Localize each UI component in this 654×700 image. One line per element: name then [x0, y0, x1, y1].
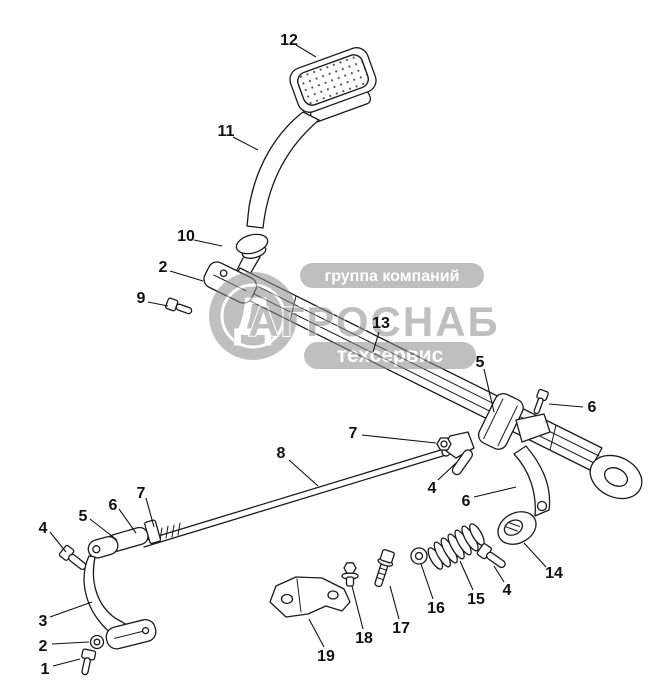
drawing — [58, 47, 643, 676]
part-label-15: 15 — [467, 591, 485, 608]
part-label-5-right: 5 — [476, 354, 485, 371]
bolt-4-left — [58, 544, 87, 571]
watermark-brand: АГРОСНАБ — [248, 298, 499, 345]
callout-labels: 12 11 10 2 9 13 5 6 7 8 4 6 7 6 5 4 3 2 … — [39, 32, 597, 678]
part-label-7-mid: 7 — [349, 425, 358, 442]
part-label-13: 13 — [372, 315, 390, 332]
part-label-4-left: 4 — [39, 520, 48, 537]
spring-15 — [427, 523, 485, 570]
grommet-stem — [235, 256, 261, 275]
watermark-logo-glyph: Д — [234, 287, 272, 347]
part-label-6-arm: 6 — [462, 493, 471, 510]
lever-foot-clamp — [105, 618, 157, 650]
grommet — [235, 233, 269, 259]
hanger-arm — [513, 445, 551, 517]
part-label-14: 14 — [545, 565, 563, 582]
pedal-pad — [289, 47, 377, 123]
part-label-6-left: 6 — [109, 497, 118, 514]
part-label-4-mid: 4 — [428, 480, 437, 497]
nut-7 — [436, 437, 452, 451]
part-label-6-right: 6 — [588, 399, 597, 416]
part-label-2-bottom: 2 — [39, 638, 48, 655]
part-label-12: 12 — [280, 32, 298, 49]
watermark-band-top — [300, 263, 484, 288]
hanger-arm-eye — [536, 500, 548, 512]
part-label-18: 18 — [355, 630, 373, 647]
part-label-11: 11 — [218, 123, 235, 140]
pin-4 — [451, 449, 474, 476]
watermark: Д группа компаний АГРОСНАБ техсервис — [209, 263, 499, 369]
end-bushing — [589, 454, 643, 500]
bracket-19 — [269, 576, 351, 618]
cap-14 — [497, 511, 537, 545]
washer-16 — [410, 547, 428, 565]
bolt-9 — [165, 297, 193, 315]
part-label-3: 3 — [39, 613, 48, 630]
watermark-division: техсервис — [337, 344, 444, 367]
leader-lines — [49, 44, 584, 667]
part-label-19: 19 — [317, 648, 335, 665]
bolt-6-right — [533, 388, 549, 415]
washer-2 — [89, 634, 105, 650]
watermark-company-type: группа компаний — [325, 268, 460, 285]
part-label-8: 8 — [277, 445, 286, 462]
part-label-17: 17 — [392, 620, 410, 637]
clamp-ear — [515, 413, 551, 443]
bolt-4-bottom — [476, 543, 506, 569]
watermark-band-bottom — [304, 342, 476, 369]
part-label-16: 16 — [427, 600, 445, 617]
part-label-5-left: 5 — [79, 508, 88, 525]
clamp-5 — [477, 392, 524, 450]
pedal-arm — [246, 111, 320, 229]
watermark-logo-ring — [220, 283, 286, 349]
part-label-7-left: 7 — [137, 485, 146, 502]
part-label-2-top: 2 — [159, 259, 168, 276]
part-label-1: 1 — [41, 661, 50, 678]
part-label-10: 10 — [177, 228, 195, 245]
bolt-1 — [81, 648, 97, 676]
part-label-4-bottom: 4 — [503, 582, 512, 599]
part-label-9: 9 — [137, 290, 146, 307]
bolt-17 — [374, 549, 395, 588]
lever-pivot — [87, 535, 119, 559]
bolt-18 — [341, 562, 359, 587]
